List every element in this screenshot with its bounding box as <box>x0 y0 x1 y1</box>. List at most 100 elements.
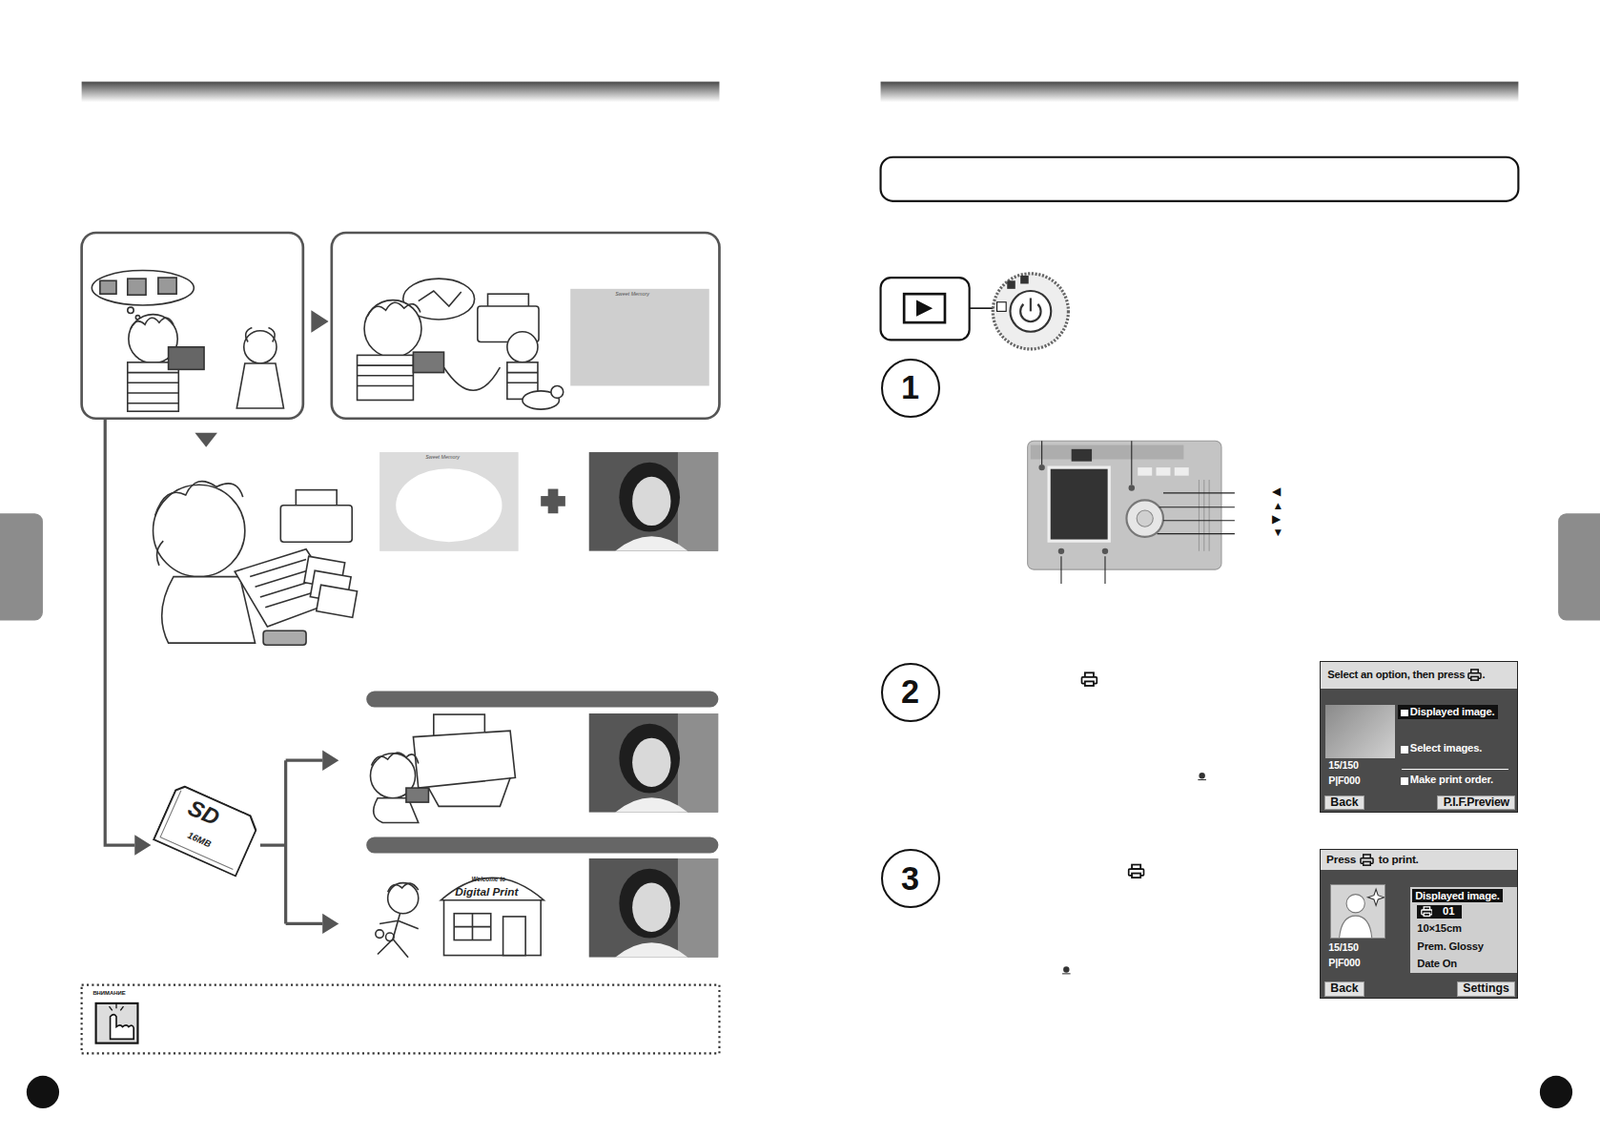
step-number: 1 <box>901 369 920 407</box>
sketch-printer <box>428 777 511 806</box>
step-icons <box>1081 672 1097 686</box>
step-icons <box>1198 772 1205 779</box>
flow-arrows <box>322 750 339 771</box>
sketch-computer <box>162 576 256 644</box>
sketch-top-right <box>418 290 462 307</box>
shop-sign: Digital Print <box>454 885 518 899</box>
photos <box>379 451 519 552</box>
camera-back <box>1136 510 1153 527</box>
photos <box>395 468 502 542</box>
soft-button: P.I.F.Preview <box>1436 795 1516 811</box>
step-number-circle: 3 <box>881 848 941 908</box>
caution-box <box>96 1003 139 1044</box>
playback-mode-icon <box>1020 275 1029 285</box>
frame-counter: 15/150 <box>1328 759 1359 772</box>
print-icon <box>1363 861 1371 865</box>
menu-option: Select images. <box>1397 741 1482 754</box>
sketch-top-left <box>91 270 194 306</box>
header-bars <box>881 82 1519 103</box>
sketch-top-left <box>127 372 180 404</box>
person-silhouette <box>1346 893 1365 912</box>
frame-title: Sweet Memory <box>615 291 650 298</box>
side-tabs <box>1558 512 1600 620</box>
arrow-button-symbol: ▲ <box>1271 499 1284 513</box>
sketch-shop <box>388 882 419 892</box>
step-icons <box>1062 672 1207 974</box>
step-icons <box>1063 965 1069 972</box>
sketch-shop <box>386 932 395 942</box>
sketch-shop <box>453 913 492 941</box>
file-number: P|F000 <box>1328 957 1360 969</box>
sketch-computer <box>316 584 358 617</box>
paper-size: 10×15cm <box>1416 922 1461 934</box>
option-marker <box>1400 777 1408 784</box>
paper-type: Prem. Glossy <box>1416 940 1483 952</box>
shop-sign: Welcome to <box>471 875 506 883</box>
camera-back <box>1027 440 1222 570</box>
header-bars <box>82 82 720 103</box>
menu-divider <box>1401 768 1508 770</box>
sketch-top-right <box>357 278 564 410</box>
photos <box>379 288 718 958</box>
sketch-top-left <box>244 330 277 364</box>
person-silhouette <box>1339 915 1373 939</box>
flow-arrows <box>134 834 151 855</box>
camera-back <box>1048 467 1109 541</box>
sd-card-outline <box>152 781 263 878</box>
arrow-button-symbol: ▼ <box>1271 526 1284 539</box>
sketch-top-left <box>168 347 205 370</box>
option-marker <box>1400 745 1408 753</box>
frame-counter: 15/150 <box>1328 942 1359 954</box>
caution-box <box>82 984 720 1054</box>
image-placeholder <box>1330 883 1386 940</box>
playback-mode-icon <box>1029 297 1032 311</box>
sketch-top-right <box>551 385 564 398</box>
sketch-computer <box>153 484 246 576</box>
sketch-top-right <box>364 300 422 358</box>
playback-mode-icon <box>1006 280 1016 289</box>
step-number-circle: 2 <box>881 662 941 722</box>
sketch-top-left <box>100 280 117 294</box>
playback-mode-icon <box>1009 290 1051 332</box>
sketch-top-right <box>507 331 538 363</box>
sd-card: SD16MB <box>152 781 263 878</box>
camera-back <box>1155 467 1170 476</box>
playback-mode-icon <box>916 300 933 317</box>
soft-button: Back <box>1324 795 1365 811</box>
step-icons <box>1128 863 1145 878</box>
caution-heading: ВНИМАНИЕ <box>92 989 125 996</box>
sketch-printer <box>406 787 430 802</box>
menu-option-selected: Displayed image. <box>1412 888 1503 903</box>
header-bars <box>881 157 1519 202</box>
print-icon <box>1359 853 1375 866</box>
flow-arrows <box>104 309 339 934</box>
person-silhouette <box>1368 888 1385 905</box>
playback-mode-icon <box>881 273 1069 349</box>
side-tabs <box>0 512 43 620</box>
flow-arrows <box>194 432 218 448</box>
flow-boxes <box>82 232 304 419</box>
print-icon <box>1467 668 1482 681</box>
sketch-computer <box>280 505 352 543</box>
camera-back <box>1198 479 1210 552</box>
leader-lines <box>1042 440 1235 584</box>
sketch-top-right <box>507 372 538 384</box>
screen-prompt: Press <box>1326 853 1356 866</box>
playback-mode-icon <box>992 273 1068 349</box>
camera-back <box>1126 499 1164 537</box>
sketch-shop <box>388 882 419 914</box>
sketch-top-right <box>412 351 444 372</box>
screen-prompt: to print. <box>1378 853 1419 866</box>
screen-prompt: . <box>1482 668 1486 680</box>
playback-mode-icon <box>903 293 945 323</box>
section-bars <box>366 690 718 707</box>
flow-arrows <box>322 913 339 934</box>
photos <box>570 288 710 387</box>
section-bars <box>366 836 718 853</box>
sketch-printer <box>369 714 515 822</box>
camera-back <box>1038 464 1045 471</box>
flow-arrows <box>310 309 329 333</box>
step-icons <box>1062 972 1071 974</box>
playback-mode-icon <box>997 302 1007 312</box>
sketch-shop <box>375 877 545 957</box>
